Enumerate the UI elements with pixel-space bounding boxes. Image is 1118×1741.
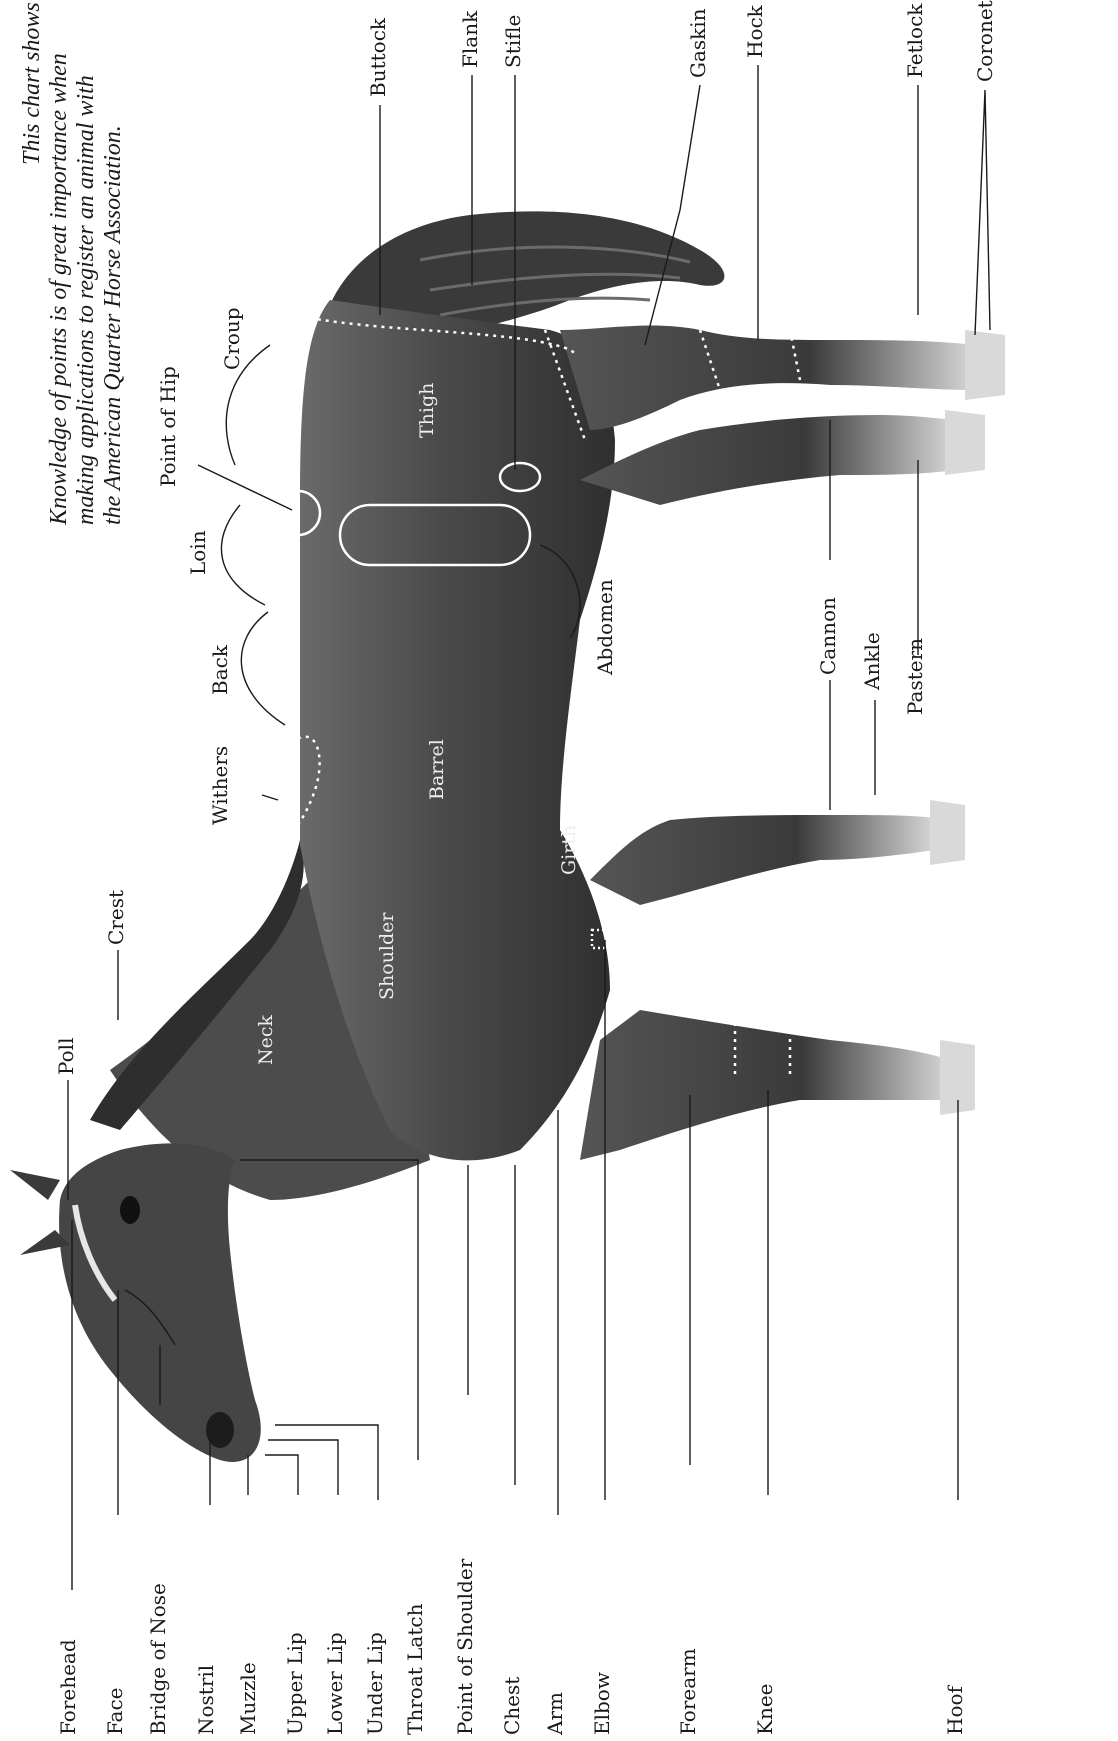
leader-lower-lip xyxy=(268,1440,338,1495)
leader-coronet xyxy=(975,90,990,335)
label-lower-lip: Lower Lip xyxy=(325,1632,345,1735)
label-thigh: Thigh xyxy=(418,383,437,438)
label-gaskin: Gaskin xyxy=(688,8,708,78)
label-hock: Hock xyxy=(745,5,765,58)
label-chest: Chest xyxy=(502,1677,522,1735)
leader-point-of-hip xyxy=(198,465,292,510)
label-face: Face xyxy=(105,1688,125,1735)
label-coronet: Coronet xyxy=(975,0,995,82)
hind-leg-near xyxy=(560,326,975,430)
label-back: Back xyxy=(210,645,230,695)
label-barrel: Barrel xyxy=(428,739,447,800)
label-withers: Withers xyxy=(210,746,230,825)
label-fetlock: Fetlock xyxy=(905,4,925,78)
label-ankle: Ankle xyxy=(862,632,882,690)
front-leg-far xyxy=(590,815,935,905)
label-neck: Neck xyxy=(257,1015,276,1065)
horse-head xyxy=(59,1143,261,1462)
label-buttock: Buttock xyxy=(368,18,388,97)
label-flank: Flank xyxy=(460,11,480,68)
horse-eye xyxy=(120,1196,140,1224)
label-nostril: Nostril xyxy=(196,1665,216,1735)
label-muzzle: Muzzle xyxy=(238,1662,258,1735)
label-under-lip: Under Lip xyxy=(365,1632,385,1735)
leader-under-lip xyxy=(275,1425,378,1500)
leader-throat-latch xyxy=(240,1160,418,1460)
leader-upper-lip xyxy=(265,1455,298,1495)
back-arc xyxy=(241,612,285,725)
label-girth: Girth xyxy=(560,825,579,875)
caption-line-2: Knowledge of points is of great importan… xyxy=(47,53,71,525)
leader-withers xyxy=(262,795,278,800)
caption-line-4: the American Quarter Horse Association. xyxy=(101,125,125,525)
label-croup: Croup xyxy=(222,307,242,370)
caption-line-3: making applications to register an anima… xyxy=(74,75,98,525)
label-pastern: Pastern xyxy=(905,638,925,715)
label-arm: Arm xyxy=(545,1692,565,1735)
label-throat-latch: Throat Latch xyxy=(405,1604,425,1735)
hind-hoof-near xyxy=(965,330,1005,400)
label-shoulder: Shoulder xyxy=(378,913,397,1001)
label-crest: Crest xyxy=(106,890,126,945)
loin-arc xyxy=(221,505,265,605)
label-loin: Loin xyxy=(188,530,208,575)
front-hoof-far xyxy=(930,800,965,865)
label-bridge-of-nose: Bridge of Nose xyxy=(148,1583,168,1735)
label-forehead: Forehead xyxy=(58,1639,78,1735)
label-point-of-hip: Point of Hip xyxy=(158,366,178,487)
leader-gaskin xyxy=(645,85,700,345)
label-hoof: Hoof xyxy=(945,1686,965,1735)
label-upper-lip: Upper Lip xyxy=(285,1632,305,1735)
front-leg-near xyxy=(580,1010,950,1160)
label-knee: Knee xyxy=(755,1684,775,1736)
label-abdomen: Abdomen xyxy=(595,579,615,675)
caption-line-1: This chart shows the points of a horse. xyxy=(20,0,44,165)
label-elbow: Elbow xyxy=(592,1672,612,1735)
ear-left xyxy=(10,1170,60,1200)
label-point-of-shoulder: Point of Shoulder xyxy=(455,1559,475,1735)
hind-hoof-far xyxy=(945,410,985,475)
label-poll: Poll xyxy=(56,1038,76,1075)
label-cannon: Cannon xyxy=(818,597,838,675)
hind-leg-far xyxy=(580,415,955,505)
label-forearm: Forearm xyxy=(678,1648,698,1735)
label-stifle: Stifle xyxy=(503,15,523,68)
